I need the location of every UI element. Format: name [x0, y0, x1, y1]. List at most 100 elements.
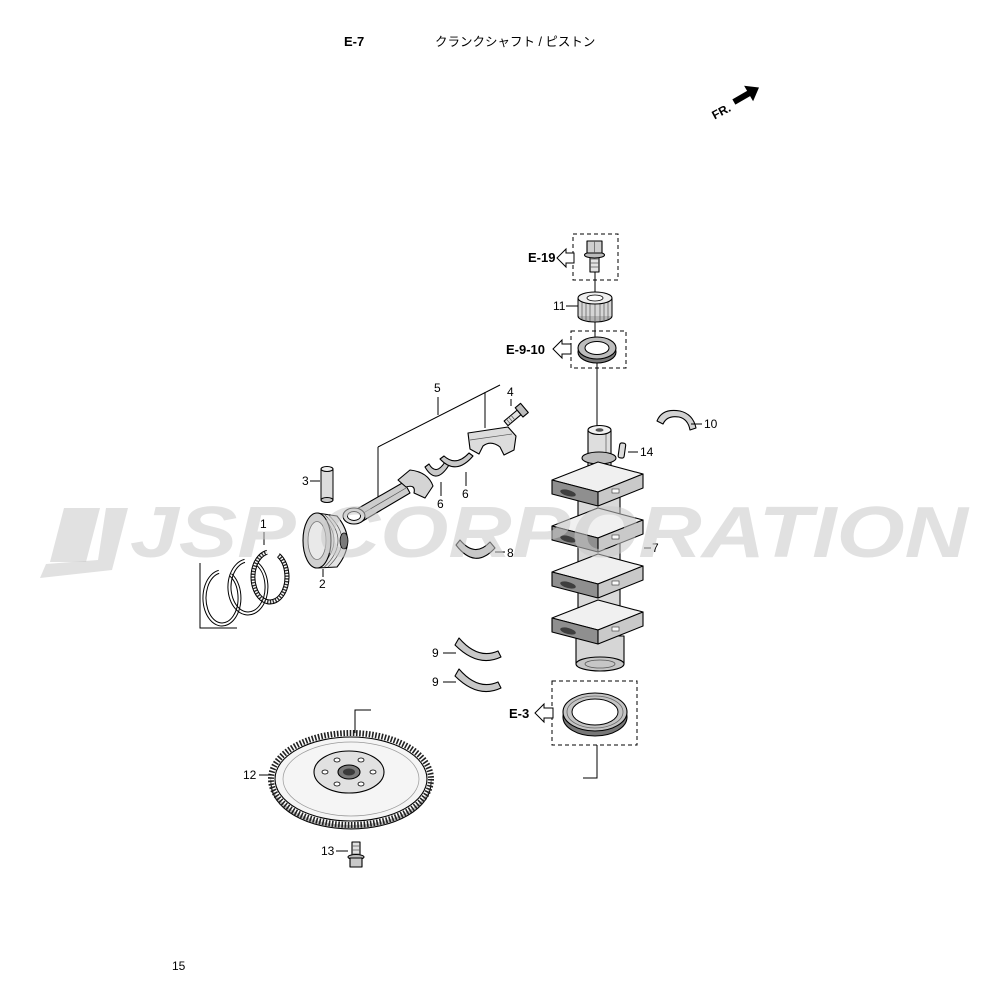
oil-hole	[611, 626, 620, 632]
lower-oil-seal	[562, 692, 628, 737]
piston-ring-oil-outer	[250, 549, 290, 605]
crankshaft-timing-gear	[577, 291, 613, 323]
piston-ring-second	[227, 558, 269, 616]
page-number: 15	[172, 959, 186, 973]
piston-ring-set	[202, 549, 290, 627]
reference-label-e9-10: E-9-10	[506, 342, 545, 357]
reference-arrow-icon	[534, 702, 554, 724]
gear-edge	[577, 298, 613, 316]
callout-4: 4	[507, 385, 514, 399]
seal-bore	[584, 341, 610, 355]
oil-hole	[611, 488, 620, 494]
callout-14: 14	[640, 445, 654, 459]
callout-12: 12	[243, 768, 257, 782]
connecting-rod	[342, 469, 434, 525]
crankshaft-rear-ring	[584, 659, 616, 669]
cap-edge	[469, 433, 513, 441]
bolt-thread	[590, 258, 599, 268]
diagram-title: クランクシャフト / ピストン	[435, 35, 595, 49]
reference-e9-10: E-9-10	[506, 330, 627, 369]
assembly-axis-line	[354, 709, 371, 734]
reference-label-e3: E-3	[509, 706, 529, 721]
watermark-logo	[40, 508, 128, 578]
callout-11: 11	[553, 299, 566, 313]
connecting-rod-big-end	[397, 469, 434, 499]
piston-pin-body	[321, 469, 333, 500]
callout-8: 8	[507, 546, 514, 560]
counterweight-right-face	[597, 611, 644, 645]
piston-ring-top-inner	[205, 572, 239, 624]
reference-arrow-icon	[552, 338, 572, 360]
cap-body	[467, 426, 517, 456]
connecting-rod-cap	[467, 426, 517, 456]
flywheel-bolt-hole	[369, 769, 377, 775]
crankshaft-nose-hole	[595, 428, 604, 432]
piston-pin	[320, 465, 334, 504]
crankshaft-counterweight	[551, 461, 644, 507]
flywheel-inner-ring	[282, 741, 420, 817]
piston	[302, 512, 349, 569]
piston-crown-recess	[307, 521, 327, 560]
front-label: FR.	[709, 101, 733, 122]
watermark-logo-bar	[50, 508, 100, 562]
crankshaft-counterweight	[551, 553, 644, 599]
counterweight-right-face	[597, 565, 644, 599]
callout-1: 1	[260, 517, 267, 531]
callout-9-lower: 9	[432, 675, 439, 689]
callout-7: 7	[652, 541, 659, 555]
piston-pin-end	[320, 496, 334, 504]
crankshaft-counterweight	[551, 599, 644, 645]
crankshaft-rear-end	[575, 656, 625, 672]
crankpin-slot	[560, 489, 576, 497]
reference-e3: E-3	[509, 680, 638, 746]
crankshaft-dowel-pin	[617, 442, 627, 459]
piston-pin-end	[320, 465, 334, 473]
gear-teeth	[581, 302, 609, 322]
connecting-rod-small-end-bore	[347, 511, 361, 521]
front-arrow-icon	[732, 85, 759, 105]
main-bearing-lower	[454, 637, 502, 662]
crankpin-slot	[560, 627, 576, 635]
seal-lip	[566, 695, 624, 729]
section-code: E-7	[344, 34, 364, 49]
front-direction-indicator: FR.	[709, 85, 759, 122]
piston-ring-oil-inner	[254, 553, 286, 601]
crankpin-slot	[560, 581, 576, 589]
callout-bracket-5	[377, 384, 501, 506]
thrust-washer	[656, 409, 697, 431]
callout-9-upper: 9	[432, 646, 439, 660]
connecting-rod-bearing	[439, 452, 474, 468]
flywheel-bolt-hole	[333, 757, 341, 763]
callout-3: 3	[302, 474, 309, 488]
seal-bore	[571, 698, 619, 726]
crankpin-slot	[560, 535, 576, 543]
callout-bracket-1	[199, 563, 237, 629]
watermark: JSP CORPORATION	[40, 493, 970, 578]
oil-hole	[611, 534, 620, 540]
reference-e19: E-19	[528, 233, 619, 281]
callout-2: 2	[319, 577, 326, 591]
bolt-head	[514, 402, 529, 418]
piston-pin-edge	[320, 469, 334, 500]
watermark-logo-hook	[40, 508, 128, 578]
piston-ring-second-inner	[230, 561, 266, 613]
gear-bore	[586, 294, 604, 302]
assembly-axis-line	[583, 745, 598, 779]
callout-6-right: 6	[462, 487, 469, 501]
counterweight-right-face	[597, 519, 644, 553]
callout-6-left: 6	[437, 497, 444, 511]
flywheel-bolt-hole	[333, 781, 341, 787]
piston-ring-top	[202, 569, 242, 627]
watermark-text: JSP CORPORATION	[130, 493, 970, 573]
crankshaft-counterweight	[551, 507, 644, 553]
crankshaft	[551, 424, 644, 672]
flywheel-bolt-hole	[357, 757, 365, 763]
upper-oil-seal	[577, 336, 617, 364]
reference-arrow-icon	[556, 247, 575, 269]
piston-pin-boss	[339, 532, 349, 550]
connecting-rod-bolt	[503, 402, 529, 427]
flywheel-bolt-hole	[321, 769, 329, 775]
flywheel	[268, 730, 434, 830]
callout-10: 10	[704, 417, 718, 431]
